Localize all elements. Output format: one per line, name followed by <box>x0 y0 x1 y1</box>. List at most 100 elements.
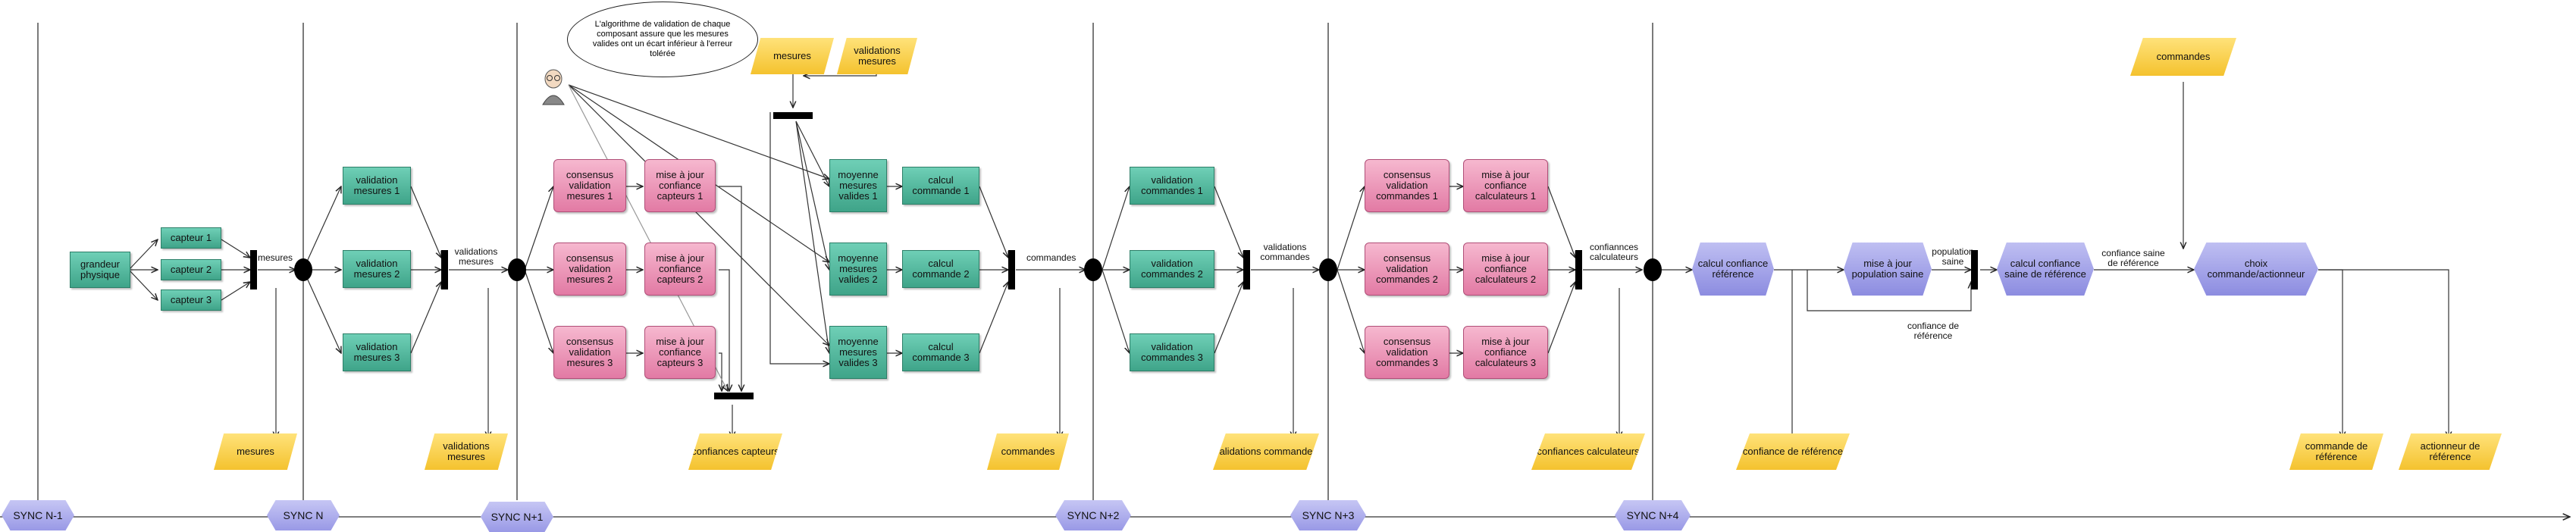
edge-label-validations-commandes: validations commandes <box>1260 242 1310 262</box>
output-confiances-capteurs-label: confiances capteurs <box>691 446 779 457</box>
calcul-confiance-saine: calcul confiance saine de référence <box>1997 243 2094 296</box>
update-capteurs-label-1: mise à jour confiance capteurs 1 <box>656 169 704 202</box>
output-commandes-label: commandes <box>1001 446 1055 457</box>
average-mesures-label-3: moyenne mesures valides 3 <box>838 336 879 368</box>
average-mesures-label-2: moyenne mesures valides 2 <box>838 252 879 285</box>
join-bar <box>1575 250 1582 289</box>
consensus-mesures-label-2: consensus validation mesures 2 <box>566 252 614 285</box>
fork-node <box>294 258 312 281</box>
sensor-label-2: capteur 2 <box>170 264 212 275</box>
update-population-saine: mise à jour population saine <box>1844 243 1932 296</box>
update-calculateurs-1: mise à jour confiance calculateurs 1 <box>1463 159 1548 212</box>
update-capteurs-2: mise à jour confiance capteurs 2 <box>644 243 716 296</box>
update-calculateurs-2: mise à jour confiance calculateurs 2 <box>1463 243 1548 296</box>
update-calculateurs-3: mise à jour confiance calculateurs 3 <box>1463 326 1548 379</box>
consensus-mesures-3: consensus validation mesures 3 <box>553 326 626 379</box>
source-label: grandeur physique <box>80 258 121 280</box>
compute-commande-label-1: calcul commande 1 <box>912 174 970 196</box>
fork-node <box>508 258 526 281</box>
input-validations-mesures-label: validations mesures <box>854 45 901 67</box>
validation-commandes-label-1: validation commandes 1 <box>1141 174 1203 196</box>
output-confiance-reference-label: confiance de référence <box>1742 446 1844 457</box>
output-mesures: mesures <box>214 433 297 470</box>
input-validations-mesures: validations mesures <box>837 38 917 74</box>
average-mesures-3: moyenne mesures valides 3 <box>829 326 887 379</box>
fork-node <box>1084 258 1102 281</box>
update-capteurs-1: mise à jour confiance capteurs 1 <box>644 159 716 212</box>
output-confiances-calculateurs-label: confiances calculateurs <box>1537 446 1640 457</box>
update-population-saine-label: mise à jour population saine <box>1851 258 1924 280</box>
edge-label-confiance-saine: confiance saine de référence <box>2101 248 2165 268</box>
update-capteurs-label-3: mise à jour confiance capteurs 3 <box>656 336 704 368</box>
sensor-node-2: capteur 2 <box>161 259 221 280</box>
sync-marker: SYNC N+1 <box>481 502 553 532</box>
join-bar <box>250 250 257 289</box>
output-mesures-label: mesures <box>237 446 274 457</box>
join-bar <box>1008 250 1015 289</box>
output-commande-reference: commande de référence <box>2289 433 2383 470</box>
validation-commandes-label-3: validation commandes 3 <box>1141 341 1203 363</box>
calcul-confiance-saine-label: calcul confiance saine de référence <box>2004 258 2086 280</box>
average-mesures-2: moyenne mesures valides 2 <box>829 243 887 296</box>
input-mesures-label: mesures <box>773 50 811 61</box>
validation-commandes-label-2: validation commandes 2 <box>1141 258 1203 280</box>
sync-label: SYNC N+4 <box>1626 509 1679 521</box>
edge-label-confiances-calculateurs: confiannces calculateurs <box>1589 242 1639 262</box>
validation-mesures-1: validation mesures 1 <box>343 167 411 205</box>
output-actionneur-reference-label: actionneur de référence <box>2420 440 2480 462</box>
calcul-confiance-reference: calcul confiance référence <box>1692 243 1774 296</box>
update-calculateurs-label-3: mise à jour confiance calculateurs 3 <box>1474 336 1537 368</box>
edge-label-commandes: commandes <box>1026 252 1076 263</box>
consensus-mesures-1: consensus validation mesures 1 <box>553 159 626 212</box>
consensus-mesures-2: consensus validation mesures 2 <box>553 243 626 296</box>
consensus-commandes-label-2: consensus validation commandes 2 <box>1376 252 1438 285</box>
validation-mesures-3: validation mesures 3 <box>343 333 411 371</box>
sync-label: SYNC N+2 <box>1067 509 1120 521</box>
output-validations-mesures: validations mesures <box>425 433 508 470</box>
output-confiances-calculateurs: confiances calculateurs <box>1531 433 1645 470</box>
input-commandes-label: commandes <box>2156 51 2211 62</box>
sensor-label-3: capteur 3 <box>170 294 212 305</box>
sync-marker: SYNC N-1 <box>2 500 74 530</box>
validation-commandes-2: validation commandes 2 <box>1130 250 1214 288</box>
compute-commande-3: calcul commande 3 <box>902 333 979 371</box>
sync-label: SYNC N-1 <box>13 509 63 521</box>
consensus-commandes-label-1: consensus validation commandes 1 <box>1376 169 1438 202</box>
validation-commandes-1: validation commandes 1 <box>1130 167 1214 205</box>
compute-commande-1: calcul commande 1 <box>902 167 979 205</box>
validation-commandes-3: validation commandes 3 <box>1130 333 1214 371</box>
sensor-node-3: capteur 3 <box>161 289 221 311</box>
fork-node <box>1644 258 1662 281</box>
validation-mesures-label-2: validation mesures 2 <box>353 258 400 280</box>
consensus-mesures-label-1: consensus validation mesures 1 <box>566 169 614 202</box>
sync-marker: SYNC N+2 <box>1055 500 1131 530</box>
sensor-label-1: capteur 1 <box>170 232 212 243</box>
average-mesures-1: moyenne mesures valides 1 <box>829 159 887 212</box>
join-bar <box>1971 250 1978 289</box>
output-commandes: commandes <box>987 433 1069 470</box>
validation-mesures-label-1: validation mesures 1 <box>353 174 400 196</box>
update-capteurs-label-2: mise à jour confiance capteurs 2 <box>656 252 704 285</box>
compute-commande-2: calcul commande 2 <box>902 250 979 288</box>
sync-marker: SYNC N+3 <box>1290 500 1366 530</box>
sync-label: SYNC N <box>283 509 324 521</box>
output-actionneur-reference: actionneur de référence <box>2399 433 2502 470</box>
join-bar <box>1243 250 1250 289</box>
output-validations-mesures-label: validations mesures <box>443 440 490 462</box>
validation-mesures-2: validation mesures 2 <box>343 250 411 288</box>
sync-marker: SYNC N+4 <box>1615 500 1691 530</box>
sync-label: SYNC N+3 <box>1302 509 1355 521</box>
sensor-node-1: capteur 1 <box>161 227 221 249</box>
note-bubble: L'algorithme de validation de chaque com… <box>567 2 758 77</box>
note-text: L'algorithme de validation de chaque com… <box>592 20 733 58</box>
compute-commande-label-2: calcul commande 2 <box>912 258 970 280</box>
consensus-commandes-label-3: consensus validation commandes 3 <box>1376 336 1438 368</box>
choix-commande-actionneur-label: choix commande/actionneur <box>2207 258 2305 280</box>
sync-marker: SYNC N <box>267 500 340 530</box>
edge-label-validations-mesures: validations mesures <box>454 246 498 267</box>
input-commandes: commandes <box>2130 38 2236 76</box>
average-mesures-label-1: moyenne mesures valides 1 <box>838 169 879 202</box>
user-avatar-icon <box>542 69 565 105</box>
consensus-mesures-label-3: consensus validation mesures 3 <box>566 336 614 368</box>
